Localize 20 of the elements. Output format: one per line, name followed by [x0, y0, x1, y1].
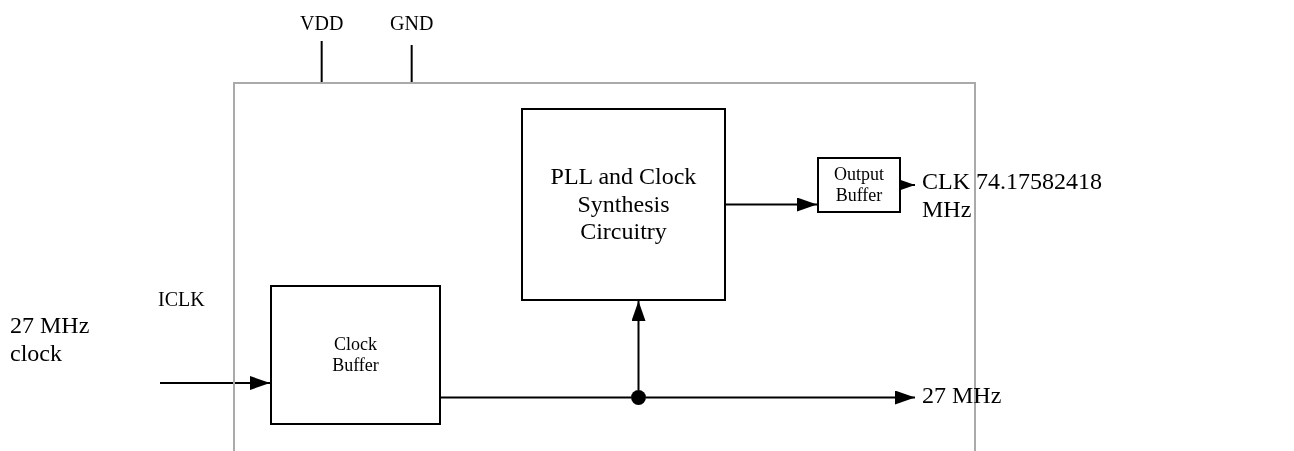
- pll-block: [521, 108, 726, 301]
- connector-line: [440, 396, 632, 399]
- signal-label: CLK 74.17582418 MHz: [922, 168, 1122, 224]
- arrow: [900, 178, 916, 192]
- arrow: [725, 197, 818, 212]
- connector-line: [410, 44, 413, 83]
- arrow: [631, 300, 646, 391]
- junction-dot: [631, 390, 646, 405]
- block-label: Output Buffer: [833, 164, 885, 206]
- signal-label: VDD: [300, 12, 344, 35]
- buffer-block: [817, 157, 901, 213]
- arrow: [645, 390, 916, 405]
- connector-line: [320, 40, 323, 83]
- buffer-block: [270, 285, 441, 425]
- arrow: [159, 376, 271, 390]
- block-label: Clock Buffer: [331, 334, 380, 376]
- signal-label: 27 MHz: [922, 382, 1002, 410]
- signal-label: GND: [390, 12, 434, 35]
- signal-label: 27 MHz clock: [10, 312, 130, 368]
- block-label: PLL and Clock Synthesis Circuitry: [549, 163, 698, 246]
